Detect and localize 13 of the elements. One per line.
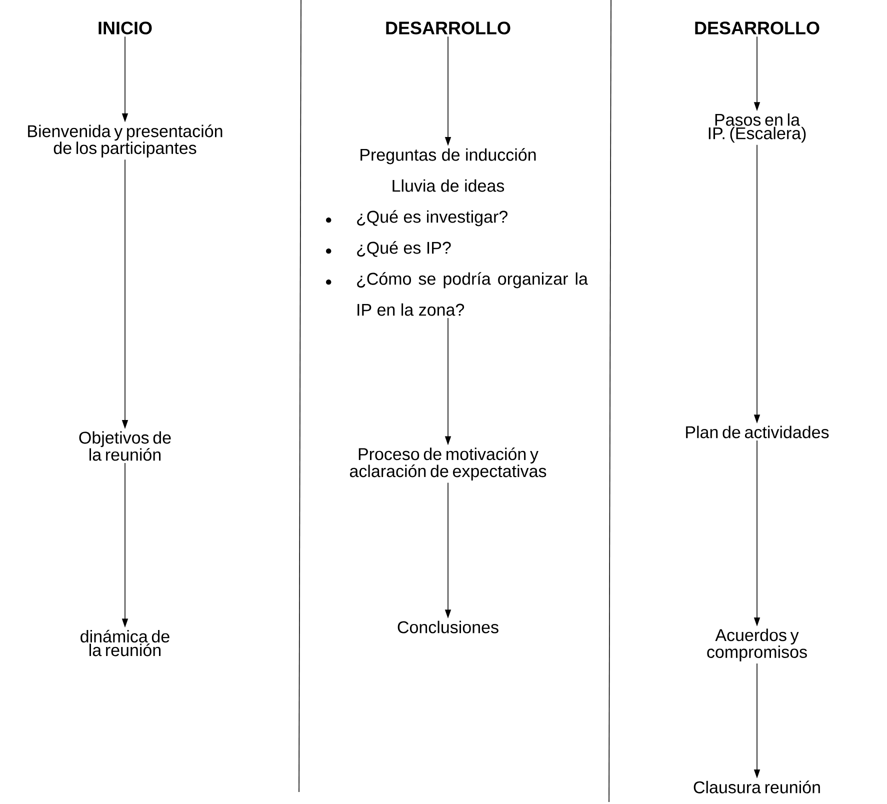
step-text: Proceso de motivación y aclaración de expectativas: [350, 447, 546, 481]
step-text: Preguntas de inducción Lluvia de ideas ¿Qué es investigar? ¿Qué es IP? ¿Cómo se podría organizar la IP en la zona?: [326, 148, 588, 316]
step-text: dinámica de la reunión: [80, 630, 170, 656]
step-text: Acuerdos y compromisos: [707, 628, 807, 662]
step-text: Conclusiones: [398, 620, 498, 634]
step-text: Pasos en la IP. (Escalera): [708, 113, 806, 143]
step-text: Clausura reunión: [694, 780, 820, 794]
step-text: Bienvenida y presentación de los participantes: [28, 124, 222, 158]
step-text: Objetivos de la reunión: [79, 431, 171, 461]
heading-text: DESARROLLO: [695, 22, 820, 34]
heading-text: DESARROLLO: [386, 22, 510, 34]
heading-text: INICIO: [98, 22, 152, 34]
step-text: Plan de actividades: [686, 426, 829, 438]
